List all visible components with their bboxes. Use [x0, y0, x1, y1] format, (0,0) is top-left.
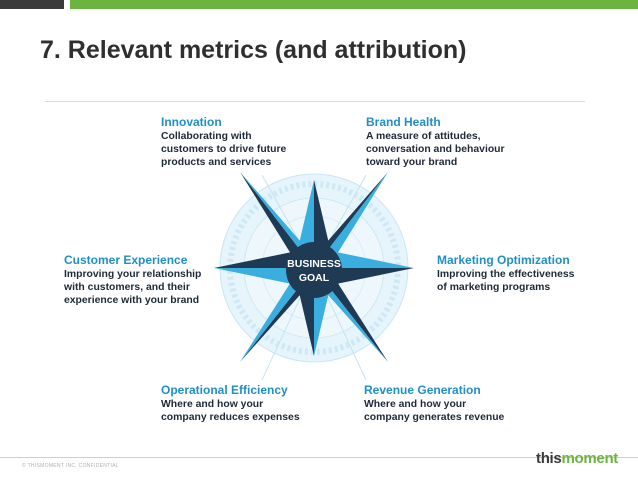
metric-revenue-generation: Revenue Generation Where and how your co… [364, 383, 504, 424]
metric-marketing-optimization: Marketing Optimization Improving the eff… [437, 253, 574, 294]
metric-description: Where and how your company reduces expen… [161, 398, 300, 424]
metric-description: Improving the effectiveness of marketing… [437, 268, 574, 294]
metric-brand-health: Brand Health A measure of attitudes, con… [366, 115, 505, 170]
star-point-nw-light [240, 172, 314, 268]
description-line: A measure of attitudes, [366, 131, 481, 142]
description-line: Where and how your [161, 399, 264, 410]
description-line: Improving the effectiveness [437, 269, 575, 280]
title-divider [45, 101, 585, 102]
metric-heading: Operational Efficiency [161, 383, 288, 397]
logo-part-moment: moment [561, 450, 619, 467]
description-line: Where and how your [364, 399, 467, 410]
metric-description: A measure of attitudes, conversation and… [366, 130, 505, 170]
metric-description: Collaborating with customers to drive fu… [161, 130, 286, 170]
description-line: company reduces expenses [161, 412, 300, 424]
metric-heading: Customer Experience [64, 253, 188, 267]
star-diagonal-points [240, 172, 388, 362]
metric-heading: Innovation [161, 115, 222, 129]
metric-heading: Marketing Optimization [437, 253, 570, 267]
center-label-line1: BUSINESS [287, 258, 341, 270]
description-line: Collaborating with [161, 131, 252, 142]
metric-heading: Revenue Generation [364, 383, 481, 397]
thismoment-logo: thismoment [536, 450, 618, 467]
description-line: experience with your brand [64, 295, 200, 307]
footer-confidential: © THISMOMENT INC. CONFIDENTIAL [22, 463, 119, 469]
logo-part-this: this [536, 450, 562, 467]
footer-rule [0, 457, 638, 458]
star-point-sw-light [240, 268, 314, 362]
metric-heading: Brand Health [366, 115, 441, 129]
metric-operational-efficiency: Operational Efficiency Where and how you… [161, 383, 300, 424]
description-line: customers to drive future [161, 144, 287, 156]
metric-description: Where and how your company generates rev… [364, 398, 504, 424]
metric-description: Improving your relationship with custome… [64, 268, 201, 308]
center-badge [286, 242, 342, 298]
description-line: with customers, and their [64, 282, 190, 294]
metric-innovation: Innovation Collaborating with customers … [161, 115, 286, 170]
top-bar-accent [70, 0, 638, 9]
description-line: toward your brand [366, 157, 458, 169]
description-line: of marketing programs [437, 282, 551, 294]
star-point-se-light [314, 268, 388, 362]
star-point-ne-light [314, 172, 388, 268]
metric-customer-experience: Customer Experience Improving your relat… [64, 253, 201, 308]
description-line: conversation and behaviour [366, 144, 505, 156]
center-label-line2: GOAL [299, 272, 330, 284]
description-line: company generates revenue [364, 412, 505, 424]
top-bar-dark [0, 0, 64, 9]
description-line: products and services [161, 157, 272, 169]
slide-title: 7. Relevant metrics (and attribution) [40, 36, 467, 64]
description-line: Improving your relationship [64, 269, 202, 280]
